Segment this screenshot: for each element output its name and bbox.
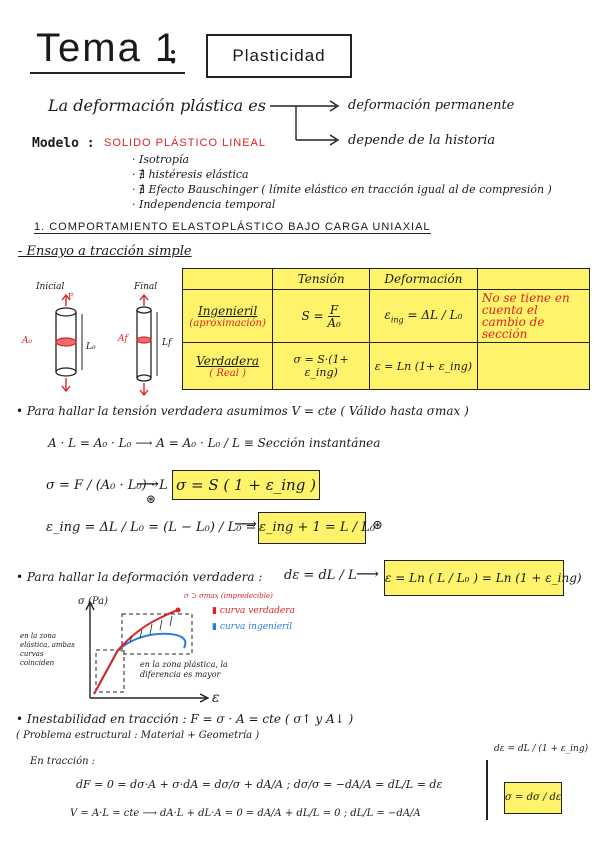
cell-tension-ver: σ = S·(1+ ε_ing) <box>272 342 370 390</box>
intro-branch2: depende de la historia <box>348 133 496 148</box>
cell-note: No se tiene en cuenta el cambio de secci… <box>476 289 591 343</box>
modelo-name: SOLIDO PLÁSTICO LINEAL <box>104 137 266 149</box>
inestabilidad-eq2: V = A·L = cte ⟶ dA·L + dL·A = 0 = dA/A +… <box>70 808 421 819</box>
specimen-inicial-label: Inicial <box>36 282 65 292</box>
bullet-item: · Independencia temporal <box>132 198 276 211</box>
vertical-divider <box>486 760 488 820</box>
graph-note-right: en la zona plástica, la diferencia es ma… <box>140 660 228 679</box>
modelo-label: Modelo : <box>32 136 95 151</box>
arrow-eq3: ⟶ <box>234 514 257 533</box>
stress-strain-graph <box>85 600 210 703</box>
subject-label: Plasticidad <box>232 46 326 65</box>
label-F-top-initial: F <box>68 292 74 301</box>
section1-title: 1. COMPORTAMIENTO ELASTOPLÁSTICO BAJO CA… <box>34 221 431 234</box>
row-label-ingenieril: Ingenieril (aproximación) <box>181 289 274 343</box>
inestabilidad-eq1: dF = 0 = dσ·A + σ·dA = dσ/σ + dA/A ; dσ/… <box>76 778 443 791</box>
bullet-item: · ∄ Efecto Bauschinger ( límite elástico… <box>132 183 552 196</box>
subject-box: Plasticidad <box>206 34 352 78</box>
arrow-eq2: ⟶ <box>136 474 159 493</box>
table-header-empty <box>181 268 274 290</box>
specimen-drawing <box>55 293 158 397</box>
legend-red: ▮ curva verdadera <box>212 606 295 616</box>
cell-empty <box>476 342 591 390</box>
side-eq: dε = dL / (1 + ε_ing) <box>494 744 589 754</box>
tension-eq2-left: σ = F / (A₀ · L₀) · L <box>46 478 168 493</box>
cell-deformacion-ing: εing = ΔL / L₀ <box>369 289 478 343</box>
bullet-item: · ∄ histéresis elástica <box>132 168 249 181</box>
tension-eq3-left: ε_ing = ΔL / L₀ = (L − L₀) / L₀ = L / L₀… <box>46 520 324 535</box>
deformacion-eq: dε = dL / L <box>284 568 357 583</box>
table-header-deformacion: Deformación <box>369 268 478 290</box>
graph-peak-label: σ ⊃ σmax (impredecible) <box>184 592 273 600</box>
tension-box-result: σ = S ( 1 + ε_ing ) <box>172 470 320 500</box>
tension-intro: • Para hallar la tensión verdadera asumi… <box>16 404 469 418</box>
star-symbol: ⊛ <box>146 492 157 506</box>
table-header-tension: Tensión <box>272 268 370 290</box>
cell-deformacion-ver: ε = Ln (1+ ε_ing) <box>369 342 478 390</box>
intro-branch1: deformación permanente <box>348 98 515 113</box>
intro-lead: La deformación plástica es <box>48 96 266 115</box>
intro-arrows <box>270 100 340 146</box>
page-title: Tema 1 <box>30 26 186 74</box>
bullet-item: · Isotropía <box>132 153 190 166</box>
table-row: Verdadera ( Real ) σ = S·(1+ ε_ing) ε = … <box>181 342 591 390</box>
deformacion-box: ε = Ln ( L / L₀ ) = Ln (1 + ε_ing) <box>384 560 582 596</box>
arrow-deformacion: ⟶ <box>356 564 379 583</box>
legend-blue: ▮ curva ingenieril <box>212 622 293 632</box>
graph-note-left: en la zona elástica, ambas curvas coinci… <box>20 632 75 667</box>
label-A0: A₀ <box>22 336 33 346</box>
modelo-bullets: · Isotropía · ∄ histéresis elástica · ∄ … <box>132 152 552 212</box>
row-label-verdadera: Verdadera ( Real ) <box>181 342 274 390</box>
label-Lf: Lf <box>162 338 172 348</box>
side-box: σ = dσ / dε <box>504 782 562 814</box>
properties-table: Tensión Deformación Ingenieril (aproxima… <box>181 268 591 390</box>
label-Af: Af <box>118 334 128 344</box>
graph-ylabel: σ (Pa) <box>78 596 109 607</box>
title-colon: : <box>168 36 179 71</box>
table-header-note <box>476 268 591 290</box>
section1-subtitle: - Ensayo a tracción simple <box>18 244 192 259</box>
inestabilidad-label: En tracción : <box>30 756 96 767</box>
label-L0: L₀ <box>86 342 96 352</box>
inestabilidad-title: • Inestabilidad en tracción : F = σ · A … <box>16 712 354 726</box>
specimen-final-label: Final <box>134 282 158 292</box>
graph-xlabel: ε <box>212 690 220 706</box>
inestabilidad-sub: ( Problema estructural : Material + Geom… <box>16 730 260 741</box>
tema-label: Tema 1 <box>30 26 186 74</box>
tension-box-eing: ε_ing + 1 = L / L₀ <box>258 512 375 544</box>
star-symbol-2: ⊛ <box>372 518 383 533</box>
tension-eq1: A · L = A₀ · L₀ ⟶ A = A₀ · L₀ / L ≡ Secc… <box>48 436 381 450</box>
deformacion-intro: • Para hallar la deformación verdadera : <box>16 570 263 584</box>
